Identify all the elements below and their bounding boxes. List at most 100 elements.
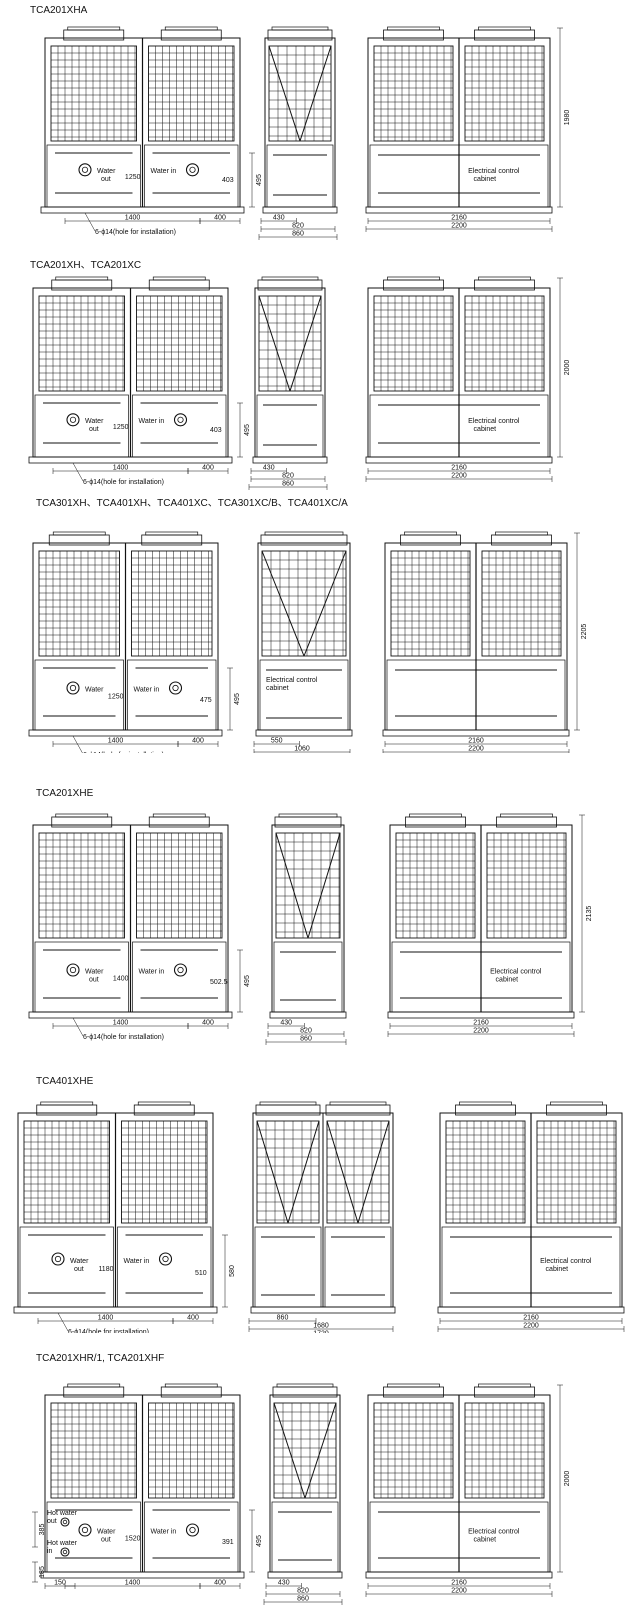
- grille-frame: [131, 550, 213, 657]
- fan-guard-top: [48, 531, 110, 546]
- dimension-label: 1720: [313, 1331, 329, 1334]
- unit-base: [437, 1306, 625, 1314]
- water-connection: [60, 1517, 70, 1527]
- dimension-label: 403: [210, 427, 222, 434]
- fan-guard-top: [455, 1101, 516, 1116]
- dimension-label: 495: [244, 424, 251, 436]
- unit-base: [365, 456, 553, 464]
- fan-guard-cap: [329, 1101, 387, 1106]
- grille-frame: [373, 295, 454, 392]
- coil-grille: [464, 295, 545, 392]
- water-out-label: Water: [97, 1529, 116, 1536]
- coil-grille: [23, 1120, 110, 1224]
- unit-base: [28, 1011, 233, 1019]
- coil-grille: [464, 45, 545, 142]
- leader-line: [84, 212, 96, 232]
- unit-base: [262, 206, 338, 214]
- dimension-label: 495: [256, 1535, 263, 1547]
- water-in-label: Water in: [151, 168, 177, 175]
- model-title: TCA201XHE: [36, 788, 94, 799]
- side-view: Electrical controlcabinet55010601100: [253, 531, 353, 753]
- grille-frame: [23, 1120, 110, 1224]
- dimension-label: 495: [256, 174, 263, 186]
- coil-grille: [481, 550, 562, 657]
- brace-line: [357, 1120, 390, 1224]
- fan-guard-cap: [55, 276, 109, 281]
- model-title: TCA201XH、TCA201XC: [30, 260, 142, 271]
- dimension-label: 2160: [451, 465, 467, 472]
- leader-line: [72, 735, 83, 753]
- fan-guard-cap: [387, 276, 440, 281]
- fan-guard-cap: [259, 1101, 317, 1106]
- fan-guard-top: [148, 276, 210, 291]
- fan-guard-top: [160, 1383, 222, 1398]
- fan-guard-top: [257, 276, 323, 291]
- dimension-label: 1250: [125, 174, 141, 181]
- side-view: 86016801720: [248, 1101, 396, 1334]
- dimension-label: 2160: [451, 215, 467, 222]
- dimension-label: 150: [54, 1580, 66, 1587]
- hot-water-out-label: Hot water: [47, 1510, 78, 1517]
- model-section: TCA301XH、TCA401XH、TCA401XC、TCA301XC/B、TC…: [0, 493, 626, 753]
- mounting-holes-note: 6-ϕ14(hole for installation): [83, 752, 164, 753]
- fan-guard-cap: [276, 1383, 334, 1388]
- fan-guard-top: [133, 1101, 195, 1116]
- brace-line: [326, 1120, 359, 1224]
- fan-guard-cap: [145, 531, 199, 536]
- dimension-label: 2160: [451, 1580, 467, 1587]
- water-connection: [66, 963, 80, 977]
- water-connection: [51, 1252, 65, 1266]
- unit-base: [269, 1011, 347, 1019]
- fan-guard-cap: [409, 813, 462, 818]
- coil-grille: [148, 45, 235, 142]
- coil-grille: [256, 1120, 320, 1224]
- fan-guard-top: [474, 276, 535, 291]
- model-title: TCA401XHE: [36, 1076, 94, 1087]
- fan-guard-cap: [271, 26, 329, 31]
- dimension-label: 400: [202, 465, 214, 472]
- dimension-label: 550: [271, 738, 283, 745]
- water-in-label: Water in: [124, 1258, 150, 1265]
- electrical-cabinet-label: Electrical control: [540, 1258, 592, 1265]
- grille-frame: [148, 1402, 235, 1499]
- water-out-label: out: [101, 176, 111, 183]
- coil-grille: [258, 295, 322, 392]
- grille-frame: [464, 45, 545, 142]
- fan-guard-top: [51, 813, 113, 828]
- electrical-cabinet-label: cabinet: [496, 977, 519, 984]
- electrical-cabinet-label: cabinet: [266, 685, 289, 692]
- fan-guard-top: [160, 26, 222, 41]
- dimension-label: 1980: [564, 110, 571, 126]
- brace-line: [256, 1120, 289, 1224]
- coil-grille: [38, 550, 120, 657]
- electrical-cabinet-label: Electrical control: [468, 418, 520, 425]
- dimension-label: 860: [282, 481, 294, 488]
- fan-guard-cap: [164, 1383, 218, 1388]
- dimension-label: 385: [39, 1524, 46, 1536]
- grille-frame: [121, 1120, 208, 1224]
- fan-guard-cap: [152, 813, 206, 818]
- brace-line: [304, 1402, 337, 1499]
- dimension-label: 2160: [473, 1020, 489, 1027]
- dimension-label: 2200: [523, 1323, 539, 1330]
- lower-panel: [256, 394, 324, 458]
- brace-line: [261, 550, 305, 657]
- dimension-label: 2160: [468, 738, 484, 745]
- dimension-label: 430: [280, 1020, 292, 1027]
- dimension-label: 430: [263, 465, 275, 472]
- water-out-label: Water: [97, 168, 116, 175]
- unit-base: [28, 729, 223, 737]
- grille-frame: [38, 550, 120, 657]
- electrical-cabinet-label: Electrical control: [468, 1529, 520, 1536]
- water-in-label: Water in: [139, 418, 165, 425]
- fan-guard-cap: [152, 276, 206, 281]
- dimension-label: 495: [244, 975, 251, 987]
- coil-grille: [445, 1120, 526, 1224]
- grille-frame: [148, 45, 235, 142]
